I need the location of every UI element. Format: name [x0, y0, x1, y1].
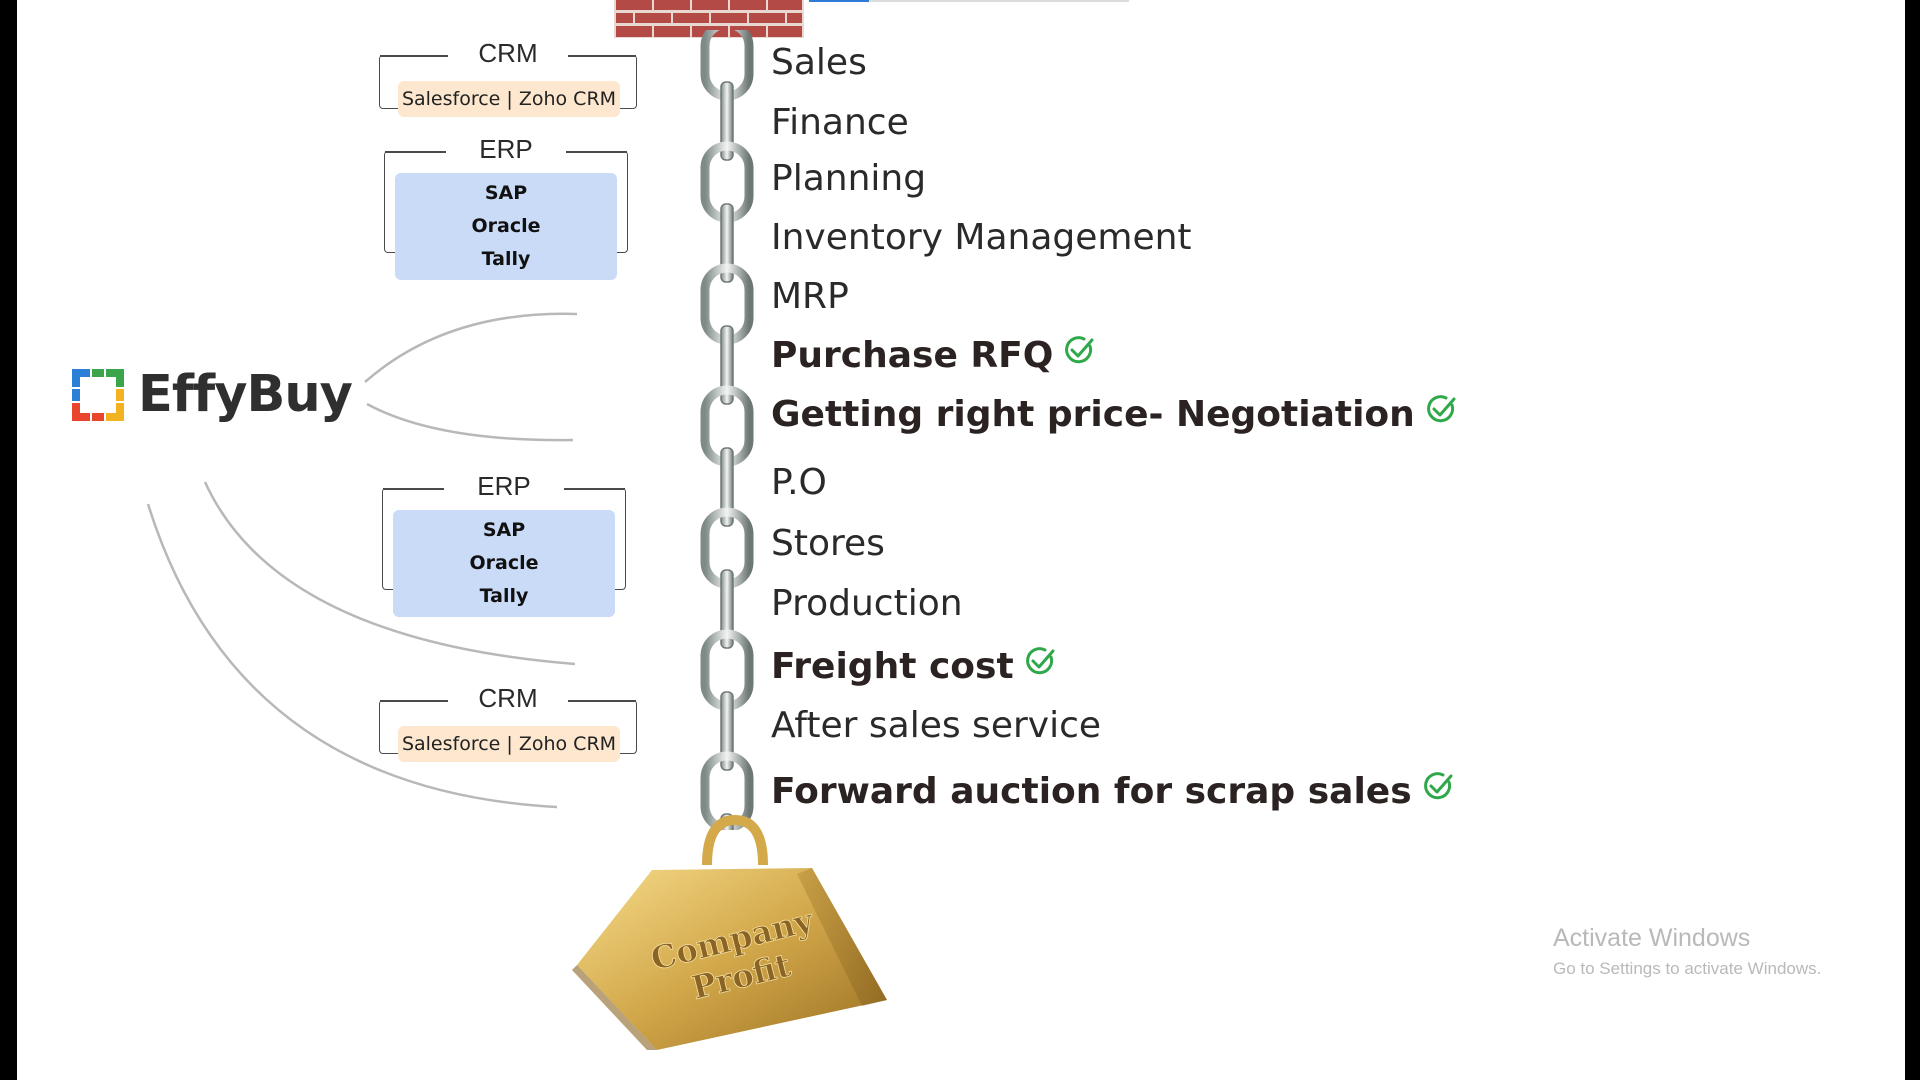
chain-link: [720, 569, 734, 649]
item-purchase-rfq: Purchase RFQ: [771, 335, 1095, 376]
erp-tools-bottom: SAP Oracle Tally: [393, 510, 615, 617]
erp-title-bottom: ERP: [477, 471, 531, 501]
slide: EffyBuy CRM Salesforce | Zoho CRM ERP SA…: [17, 0, 1905, 1080]
crm-tools-bottom: Salesforce | Zoho CRM: [398, 726, 620, 762]
erp-group-top: ERP SAP Oracle Tally: [384, 134, 628, 280]
erp-tools-top: SAP Oracle Tally: [395, 173, 617, 280]
connector-lines: [146, 312, 578, 809]
erp-tool-tally: Tally: [481, 248, 531, 270]
check-icon: [1025, 646, 1055, 674]
brand-name: EffyBuy: [138, 365, 353, 424]
crm-title-top: CRM: [478, 38, 538, 68]
windows-activation-watermark: Activate Windows Go to Settings to activ…: [1553, 924, 1821, 979]
effybuy-logo-icon: [72, 368, 124, 421]
watermark-subtitle: Go to Settings to activate Windows.: [1553, 959, 1822, 978]
item-planning: Planning: [771, 158, 927, 199]
company-profit-weight-icon: Company Profit: [572, 814, 887, 1050]
erp-tool-sap: SAP: [484, 182, 528, 204]
item-forward-auction: Forward auction for scrap sales: [771, 771, 1454, 812]
check-icon: [1065, 335, 1094, 363]
item-negotiation: Getting right price- Negotiation: [771, 394, 1457, 435]
chain-link: [720, 203, 734, 283]
top-progress-line: [809, 0, 1129, 2]
erp-tool-tally: Tally: [479, 585, 529, 607]
item-freight-cost: Freight cost: [771, 646, 1056, 687]
item-sales: Sales: [771, 42, 867, 83]
item-mrp: MRP: [771, 276, 849, 317]
chain-link: [720, 81, 734, 161]
item-finance: Finance: [771, 102, 909, 143]
item-po: P.O: [771, 462, 827, 503]
item-after-sales-service: After sales service: [771, 705, 1102, 746]
check-icon: [1426, 394, 1456, 422]
check-icon: [1423, 771, 1453, 799]
crm-title-bottom: CRM: [478, 683, 538, 713]
brand-logo: EffyBuy: [72, 365, 353, 424]
watermark-title: Activate Windows: [1553, 924, 1751, 952]
item-inventory-management: Inventory Management: [771, 217, 1192, 258]
erp-title-top: ERP: [479, 134, 533, 164]
item-production: Production: [771, 583, 963, 624]
erp-group-bottom: ERP SAP Oracle Tally: [382, 471, 626, 617]
chain-link: [720, 325, 734, 405]
chain-link: [720, 447, 734, 527]
item-stores: Stores: [771, 523, 885, 564]
chain-icon: [700, 30, 754, 830]
crm-group-top: CRM Salesforce | Zoho CRM: [379, 38, 637, 117]
erp-tool-oracle: Oracle: [469, 552, 539, 574]
crm-tools-top: Salesforce | Zoho CRM: [398, 81, 620, 117]
crm-group-bottom: CRM Salesforce | Zoho CRM: [379, 683, 637, 762]
erp-tool-oracle: Oracle: [471, 215, 541, 237]
chain-link: [720, 691, 734, 771]
erp-tool-sap: SAP: [482, 519, 526, 541]
